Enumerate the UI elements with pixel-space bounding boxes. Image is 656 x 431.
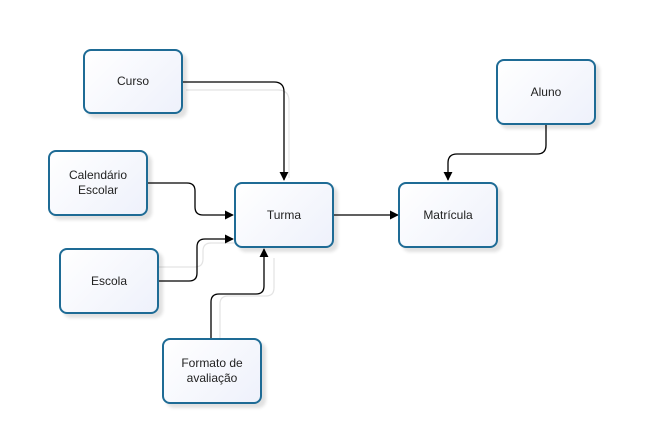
node-calendario-escolar-label: Calendário Escolar xyxy=(68,168,128,197)
node-aluno[interactable]: Aluno xyxy=(496,59,596,125)
node-formato-avaliacao[interactable]: Formato de avaliação xyxy=(162,338,262,404)
node-formato-avaliacao-label: Formato de avaliação xyxy=(181,356,243,385)
edge-formato-turma xyxy=(210,248,269,339)
node-turma-label: Turma xyxy=(266,207,302,222)
edge-curso-turma xyxy=(182,81,289,181)
edge-aluno-matricula xyxy=(443,124,547,181)
edge-calendario-turma xyxy=(148,182,234,220)
node-curso-label: Curso xyxy=(116,74,149,88)
node-matricula-label: Matrícula xyxy=(423,207,473,222)
edge-escola-turma xyxy=(158,234,234,282)
node-calendario-escolar[interactable]: Calendário Escolar xyxy=(48,150,148,216)
node-turma[interactable]: Turma xyxy=(234,182,334,248)
node-matricula[interactable]: Matrícula xyxy=(398,182,498,248)
node-escola[interactable]: Escola xyxy=(59,248,159,314)
node-curso[interactable]: Curso xyxy=(83,49,183,114)
node-aluno-label: Aluno xyxy=(530,84,562,99)
node-escola-label: Escola xyxy=(90,273,128,288)
